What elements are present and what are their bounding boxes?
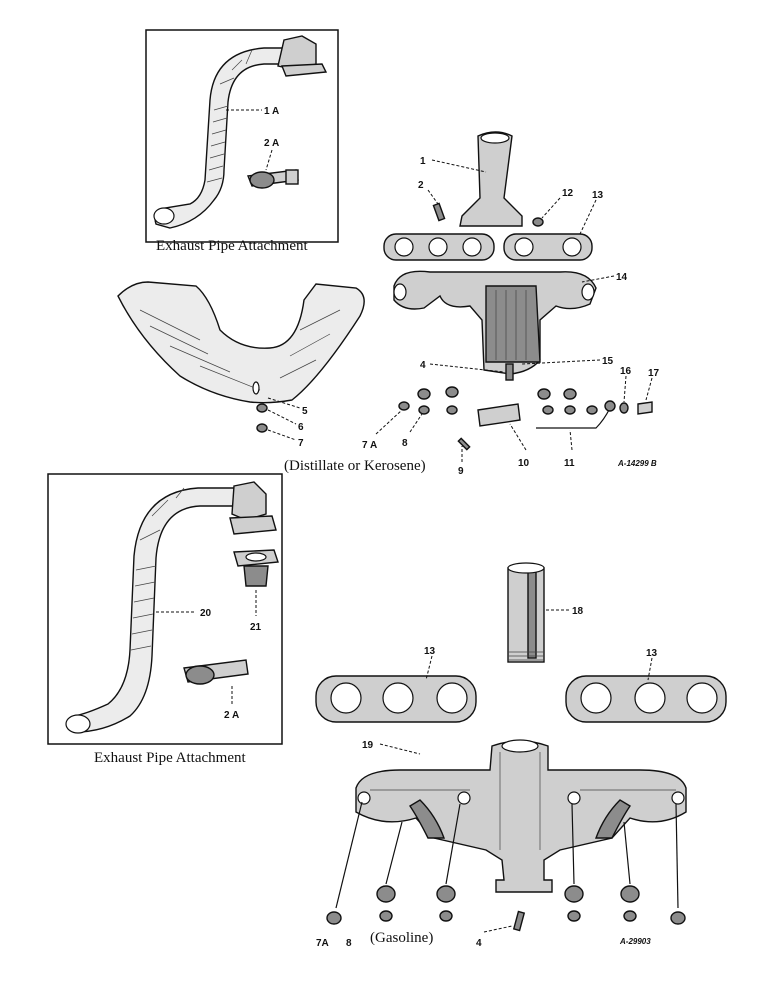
callout-5: 5 [302,406,308,417]
callout-14: 14 [616,272,628,283]
callout-8-top: 8 [402,438,408,449]
callout-2a-bottom: 2 A [224,710,239,721]
gasoline-manifold-assembly: 18 13 13 19 [315,562,727,949]
bottom-inset: 20 21 2 A [47,473,283,745]
callout-13-top: 13 [592,190,604,201]
adapter-21 [233,549,279,587]
callout-16: 16 [620,366,632,377]
heat-shield [117,281,365,433]
nut-12 [532,217,544,227]
leader-13-br [647,657,653,681]
leader-4-bottom [483,925,513,933]
callout-7a-bottom: 7A [316,938,329,949]
callout-11: 11 [564,458,575,469]
leader-11 [569,429,573,451]
gasket-13-bottom-right [565,675,727,723]
caption-bottom-inset: Exhaust Pipe Attachment [94,750,246,766]
top-inset: 1 A 2 A [145,29,339,243]
leader-10 [509,423,527,451]
outlet-elbow-1 [459,131,523,227]
exhaust-pipe-20 [65,481,277,734]
leader-8-top [409,413,423,433]
callout-19: 19 [362,740,374,751]
callout-6: 6 [298,422,304,433]
leader-12 [541,197,561,219]
callout-15: 15 [602,356,614,367]
callout-20: 20 [200,608,212,619]
callout-10: 10 [518,458,530,469]
callout-9: 9 [458,466,464,477]
manifold-19 [355,739,687,893]
callout-1: 1 [420,156,426,167]
pin-9 [457,437,471,451]
code-top: A-14299 B [617,459,657,468]
washer-16 [619,402,629,414]
exhaust-pipe-1a [153,35,328,229]
callout-7a-top: 7 A [362,440,377,451]
manifold-14 [393,270,597,375]
stud-2 [432,202,446,222]
top-inset-frame [145,29,339,243]
clamp-2a-top [247,169,299,189]
bottom-inset-frame [47,473,283,745]
callout-4-top: 4 [420,360,426,371]
clamp-2a-bottom [183,659,249,685]
gasket-13-bottom-left [315,675,477,723]
leader-19 [379,743,421,755]
gasket-13-top-left [383,233,495,261]
leader-1 [431,159,487,173]
leader-13-bl [425,655,433,681]
callout-4-bottom: 4 [476,938,482,949]
leader-2a-top [265,149,273,171]
leader-2 [427,189,439,205]
caption-gasoline: (Gasoline) [370,930,433,946]
callout-17: 17 [648,368,660,379]
block-10 [477,403,521,427]
callout-7: 7 [298,438,304,449]
screw-17 [637,401,653,415]
leader-15 [521,359,601,365]
callout-13-br: 13 [646,648,658,659]
leader-14 [581,275,615,283]
leader-6 [267,409,297,425]
callout-18: 18 [572,606,584,617]
leader-7 [267,429,297,441]
plug-4-bottom [512,910,526,932]
callout-21: 21 [250,622,262,633]
leader-13-top [579,199,597,235]
pipe-nipple-18 [507,562,545,663]
leader-16 [623,375,627,403]
caption-distillate: (Distillate or Kerosene) [284,458,426,474]
leader-7a-top [375,409,403,435]
callout-2: 2 [418,180,424,191]
caption-top-inset: Exhaust Pipe Attachment [156,238,308,254]
callout-8-bottom: 8 [346,938,352,949]
leader-4-top [429,363,505,373]
code-bottom: A-29903 [619,937,651,946]
callout-13-bl: 13 [424,646,436,657]
leader-17 [645,377,653,401]
distillate-manifold-assembly: 1 2 12 13 14 [362,131,660,477]
bolt-7 [256,423,268,433]
callout-1a: 1 A [264,106,279,117]
callout-12: 12 [562,188,574,199]
plug-4-top [505,363,514,381]
callout-2a-top: 2 A [264,138,279,149]
washer-6 [256,403,268,413]
gasket-13-top-right [503,233,593,261]
leader-5 [267,397,301,409]
